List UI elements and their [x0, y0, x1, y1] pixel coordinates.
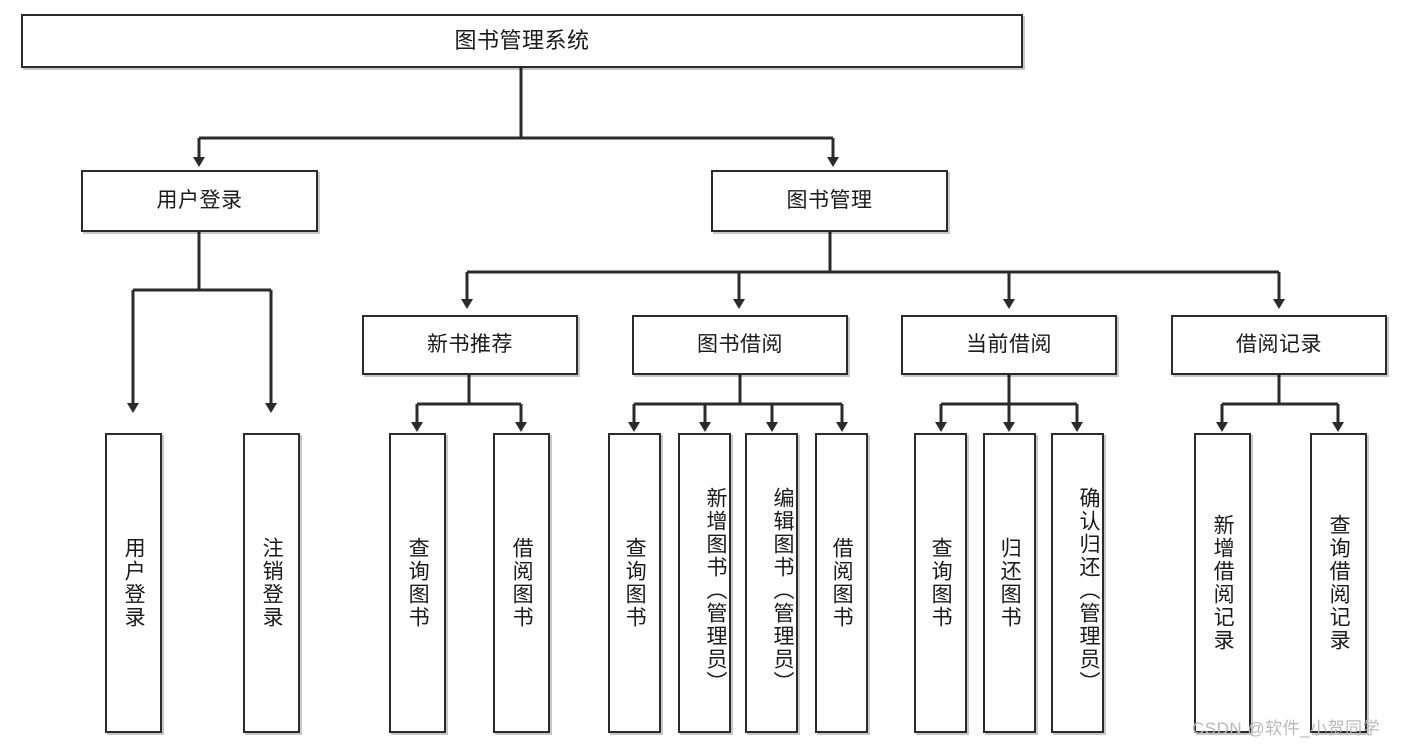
- leaf-return-book[interactable]: 归还图书: [983, 433, 1036, 733]
- leaf-query-book-recommend[interactable]: 查询图书: [389, 433, 446, 733]
- node-root-system[interactable]: 图书管理系统: [21, 14, 1023, 68]
- leaf-add-borrow-record[interactable]: 新增借阅记录: [1194, 433, 1251, 733]
- node-book-management[interactable]: 图书管理: [711, 170, 948, 232]
- leaf-logout[interactable]: 注销登录: [243, 433, 300, 733]
- leaf-confirm-return-admin[interactable]: 确认归还（管理员）: [1051, 433, 1104, 733]
- leaf-borrow-book[interactable]: 借阅图书: [815, 433, 868, 733]
- leaf-borrow-book-recommend[interactable]: 借阅图书: [493, 433, 550, 733]
- leaf-user-login[interactable]: 用户登录: [105, 433, 162, 733]
- leaf-edit-book-admin[interactable]: 编辑图书（管理员）: [745, 433, 798, 733]
- leaf-query-borrow-record[interactable]: 查询借阅记录: [1310, 433, 1367, 733]
- node-new-book-recommend[interactable]: 新书推荐: [362, 315, 578, 375]
- node-borrow-record[interactable]: 借阅记录: [1171, 315, 1387, 375]
- node-book-borrow[interactable]: 图书借阅: [632, 315, 848, 375]
- node-current-borrow[interactable]: 当前借阅: [901, 315, 1117, 375]
- node-user-login[interactable]: 用户登录: [81, 170, 318, 232]
- leaf-add-book-admin[interactable]: 新增图书（管理员）: [678, 433, 731, 733]
- leaf-query-book-current[interactable]: 查询图书: [914, 433, 967, 733]
- leaf-query-book-borrow[interactable]: 查询图书: [608, 433, 661, 733]
- csdn-watermark: CSDN @软件_小贺同学: [1192, 719, 1381, 738]
